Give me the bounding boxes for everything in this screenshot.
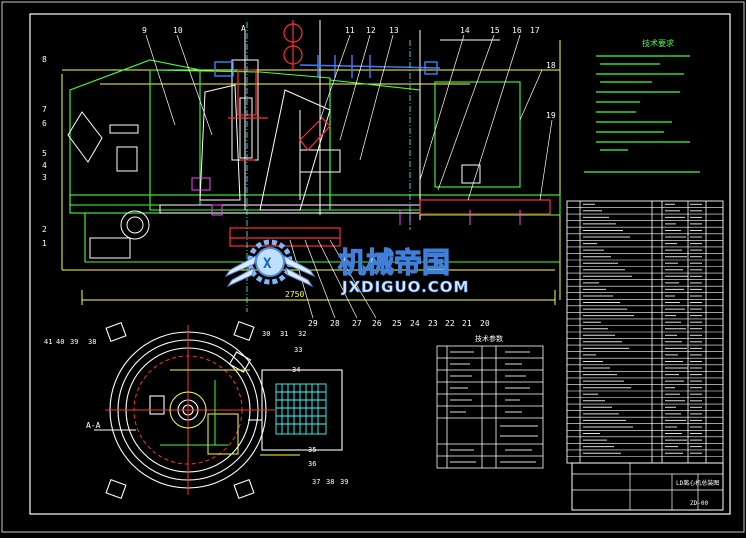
parameter-table-title: 技术参数 [475,334,503,343]
callout-label: 16 [512,26,522,35]
parameter-table: 技术参数 [436,334,544,469]
callout-label: 29 [308,319,318,328]
callout-label: 38 [326,478,334,486]
callout-label: 11 [345,26,355,35]
callout-label: 23 [428,319,438,328]
callout-label: 12 [366,26,376,35]
wings-icon [224,255,316,288]
callout-label: 2 [42,225,47,234]
callout-label: 20 [480,319,490,328]
front-callouts-left: 8 7 6 5 4 3 2 1 [42,55,47,248]
notes-heading: 技术要求 [642,38,674,48]
callout-label: 7 [42,105,47,114]
watermark-title: 机械帝国 [338,246,450,279]
drawing-number: ZD-00 [690,500,708,507]
callout-label: 24 [410,319,420,328]
callout-label: 21 [462,319,472,328]
callout-label: 26 [372,319,382,328]
callout-label: 33 [294,346,302,354]
title-block: LD离心机总装图 ZD-00 [571,462,724,511]
callout-label: 39 [340,478,348,486]
callout-label: 40 [56,338,64,346]
callout-label: 27 [352,319,362,328]
drawing-title: LD离心机总装图 [676,479,719,487]
callout-label: 25 [392,319,402,328]
section-label: A-A [86,421,101,430]
callout-label: 13 [389,26,399,35]
parts-list [566,200,724,464]
callout-label: 28 [330,319,340,328]
callout-label: A [241,24,246,33]
callout-label: 6 [42,119,47,128]
callout-label: 9 [142,26,147,35]
svg-text:X: X [263,256,272,272]
front-callouts-right: 18 19 [546,61,556,120]
callout-label: 17 [530,26,540,35]
callout-label: 19 [546,111,556,120]
watermark-logo: X 机械帝国 JXDIGUO.COM [224,239,469,296]
front-callouts-top: 9 10 A 11 12 13 14 15 16 17 [142,24,540,35]
callout-label: 39 [70,338,78,346]
callout-label: 3 [42,173,47,182]
callout-leaders [145,34,553,319]
callout-label: 36 [308,460,316,468]
front-callouts-bottom: 29 28 27 26 25 24 23 22 21 20 [308,319,490,328]
drawing-border-inner [29,13,731,515]
callout-label: 41 [44,338,52,346]
gear-icon: X [247,239,293,285]
callout-label: 15 [490,26,500,35]
front-elevation [61,20,561,312]
callout-label: 10 [173,26,183,35]
callout-label: 35 [308,446,316,454]
plan-view [94,320,343,500]
callout-label: 31 [280,330,288,338]
callout-label: 32 [298,330,306,338]
watermark-subtitle: JXDIGUO.COM [341,278,469,296]
callout-label: 22 [445,319,455,328]
callout-label: 8 [42,55,47,64]
callout-label: 18 [546,61,556,70]
overall-dimension: 2750 [285,290,304,299]
technical-notes: 技术要求 [584,38,700,173]
callout-label: 38 [88,338,96,346]
callout-label: 4 [42,161,47,170]
callout-label: 30 [262,330,270,338]
callout-label: 37 [312,478,320,486]
callout-label: 34 [292,366,300,374]
callout-label: 14 [460,26,470,35]
callout-label: 1 [42,239,47,248]
plan-callouts: 30 31 32 41 40 39 38 33 34 35 36 37 38 3… [44,330,348,486]
callout-label: 5 [42,149,47,158]
